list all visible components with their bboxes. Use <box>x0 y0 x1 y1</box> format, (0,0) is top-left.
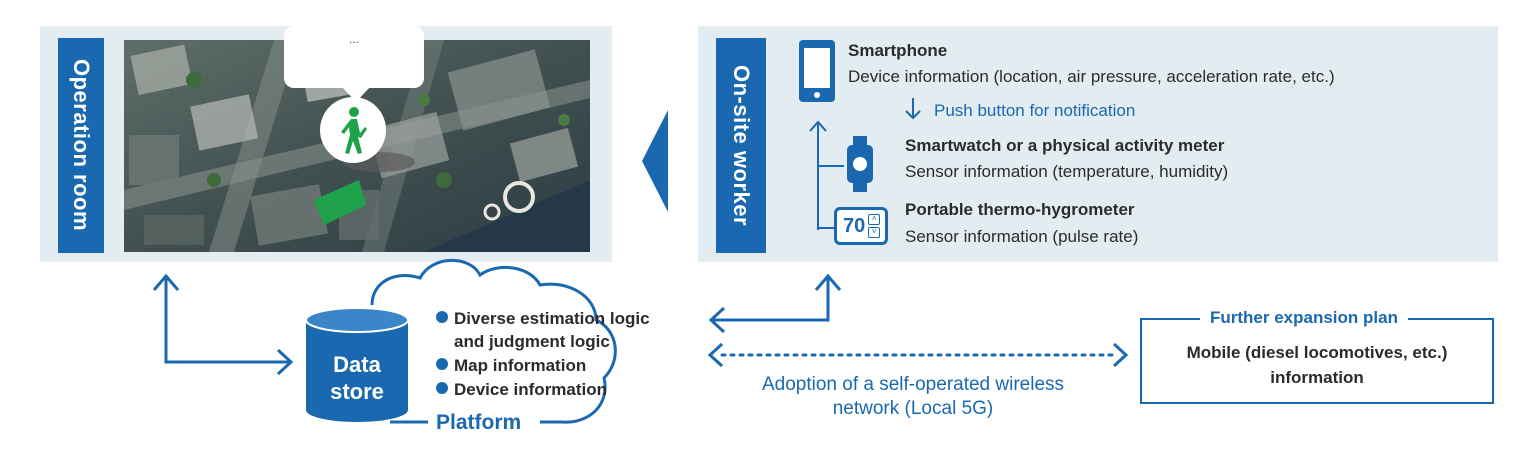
bracket-arrow-up-icon <box>809 120 844 230</box>
map-callout-pointer <box>341 86 371 102</box>
platform-item-estimation: Diverse estimation logic <box>436 308 650 330</box>
device-name-smartwatch: Smartwatch or a physical activity meter <box>905 136 1225 155</box>
device-name-thermo: Portable thermo-hygrometer <box>905 200 1135 219</box>
thermo-display-value: 70 <box>843 214 866 237</box>
thermo-hygrometer-icon: 70 ˄ ˅ <box>834 207 888 245</box>
data-store-label-line2: store <box>330 379 384 404</box>
device-name-smartphone: Smartphone <box>848 41 948 60</box>
map-callout <box>284 26 424 88</box>
device-info-smartphone: Device information (location, air pressu… <box>848 67 1335 86</box>
device-info-thermo: Sensor information (pulse rate) <box>905 227 1139 246</box>
expansion-plan-line2: information <box>1270 368 1364 387</box>
data-store-cylinder-icon <box>305 307 409 422</box>
bullet-icon <box>436 311 448 323</box>
data-store-label-line1: Data <box>333 352 381 377</box>
platform-label: Platform <box>436 411 522 434</box>
chevron-up-icon: ˄ <box>868 214 881 225</box>
map-callout-text: ... <box>348 32 359 46</box>
flow-arrow-left-icon <box>642 110 668 212</box>
network-caption-line1: Adoption of a self-operated wireless <box>761 374 1065 395</box>
chevron-down-icon: ˅ <box>868 227 881 238</box>
platform-item-device: Device information <box>436 379 607 401</box>
bullet-icon <box>436 358 448 370</box>
push-note: Push button for notification <box>934 101 1136 120</box>
platform-item-estimation-cont: and judgment logic <box>454 332 610 351</box>
expansion-plan-title: Further expansion plan <box>1200 306 1408 330</box>
bullet-icon <box>436 382 448 394</box>
device-info-smartwatch: Sensor information (temperature, humidit… <box>905 162 1229 181</box>
onsite-worker-label: On-site worker <box>716 38 766 253</box>
network-caption-line2: network (Local 5G) <box>832 398 994 419</box>
smartphone-icon <box>799 40 835 102</box>
smartwatch-icon <box>847 136 873 192</box>
walking-person-icon <box>341 107 367 154</box>
operation-room-label: Operation room <box>58 38 104 253</box>
arrow-down-icon <box>905 98 921 120</box>
platform-item-map: Map information <box>436 355 586 377</box>
expansion-plan-line1: Mobile (diesel locomotives, etc.) <box>1186 343 1448 362</box>
